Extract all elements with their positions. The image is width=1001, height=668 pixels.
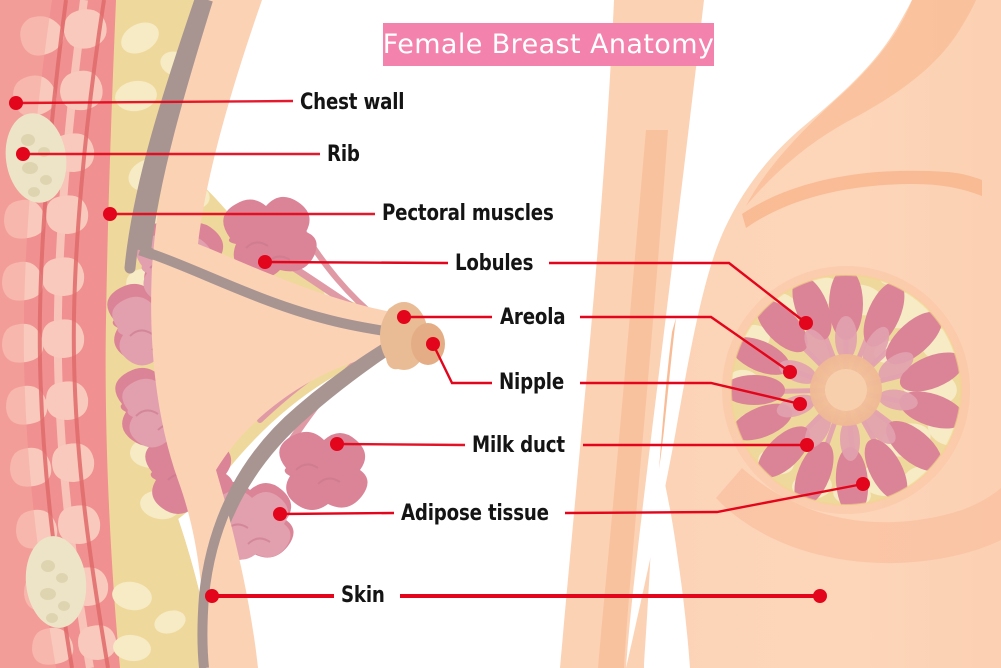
leader-lobules-left [264,260,449,265]
label-areola: Areola [500,305,566,330]
leader-adipose-left [279,511,395,516]
label-chest-wall: Chest wall [300,90,405,115]
dot-skin-right [813,589,827,603]
dot-adipose-left [273,507,287,521]
sagittal-cross-section [0,0,445,668]
dot-areola-left [397,310,411,324]
dot-lobules-left [258,255,272,269]
label-skin: Skin [341,583,385,608]
label-rib: Rib [327,142,360,167]
leader-milkduct-left [336,442,466,447]
dot-adipose-right [856,477,870,491]
leader-nipple-right [580,381,801,406]
dot-pectoral [103,207,117,221]
label-lobules: Lobules [455,251,534,276]
label-adipose-tissue: Adipose tissue [401,501,549,526]
dot-lobules-right [799,316,813,330]
label-milk-duct: Milk duct [472,433,565,458]
dot-milkduct-left [330,437,344,451]
dot-nipple-left [426,337,440,351]
label-nipple: Nipple [499,370,565,395]
frontal-breast-cutaway [722,266,970,514]
label-pectoral-muscles: Pectoral muscles [382,201,554,226]
anchor-dots [9,96,870,603]
leader-areola-right [580,315,791,373]
leader-adipose-right [564,482,864,515]
dot-chest-wall [9,96,23,110]
dot-areola-right [783,365,797,379]
dot-milkduct-right [800,438,814,452]
dot-skin-left [205,589,219,603]
leader-nipple-left [431,343,492,385]
page-title: Female Breast Anatomy [382,29,715,60]
leader-chest-wall [15,99,294,105]
dot-rib [16,147,30,161]
title-banner: Female Breast Anatomy [383,23,714,66]
leader-lobules-right [549,261,807,324]
dot-nipple-right [793,397,807,411]
